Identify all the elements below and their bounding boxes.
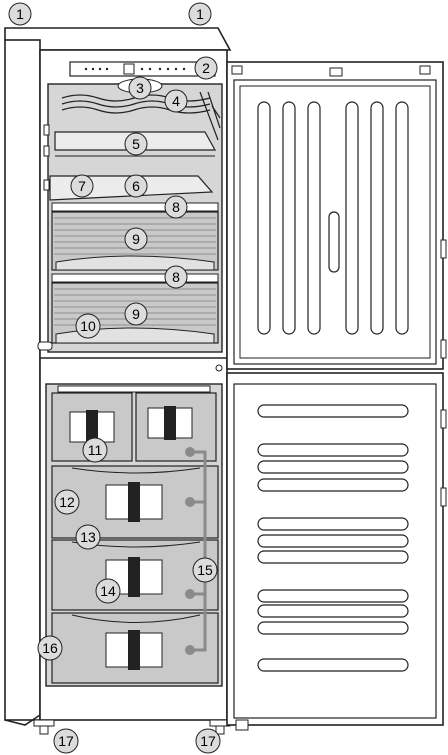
svg-text:9: 9 bbox=[132, 231, 140, 247]
callout-15: 15 bbox=[192, 557, 218, 583]
freezer-drawer-3 bbox=[51, 612, 219, 684]
svg-text:4: 4 bbox=[172, 93, 180, 109]
callout-1b: 1 bbox=[188, 2, 212, 26]
freezer-drawer-2 bbox=[51, 539, 219, 611]
callout-10: 10 bbox=[75, 313, 101, 339]
callout-1a: 1 bbox=[8, 2, 32, 26]
svg-text:13: 13 bbox=[80, 529, 96, 545]
svg-text:6: 6 bbox=[132, 178, 140, 194]
callout-15-bracket bbox=[190, 450, 207, 652]
svg-text:7: 7 bbox=[78, 178, 86, 194]
callout-9a: 9 bbox=[124, 227, 148, 251]
freezer-compartment bbox=[45, 383, 223, 687]
svg-text:1: 1 bbox=[196, 6, 204, 22]
svg-text:1: 1 bbox=[16, 6, 24, 22]
svg-text:17: 17 bbox=[200, 733, 216, 749]
biofresh-drawer-lower bbox=[51, 273, 219, 344]
callout-13: 13 bbox=[75, 524, 101, 550]
callout-4: 4 bbox=[164, 89, 188, 113]
svg-text:17: 17 bbox=[58, 733, 74, 749]
callout-11: 11 bbox=[82, 437, 108, 463]
svg-text:11: 11 bbox=[88, 442, 103, 458]
svg-text:9: 9 bbox=[132, 306, 140, 322]
svg-text:10: 10 bbox=[80, 318, 96, 334]
compartment-divider bbox=[37, 341, 227, 372]
svg-text:16: 16 bbox=[42, 640, 58, 656]
callout-17b: 17 bbox=[195, 728, 221, 754]
svg-text:14: 14 bbox=[100, 583, 116, 599]
callout-5: 5 bbox=[124, 132, 148, 156]
svg-text:8: 8 bbox=[172, 269, 180, 285]
callout-3: 3 bbox=[128, 76, 152, 100]
callout-12: 12 bbox=[54, 489, 80, 515]
callout-14: 14 bbox=[95, 578, 121, 604]
callout-16: 16 bbox=[37, 635, 63, 661]
svg-text:12: 12 bbox=[59, 494, 75, 510]
control-panel bbox=[69, 61, 216, 77]
adjustable-feet bbox=[33, 719, 231, 735]
callout-17a: 17 bbox=[53, 728, 79, 754]
svg-text:15: 15 bbox=[197, 562, 213, 578]
svg-text:3: 3 bbox=[136, 80, 144, 96]
callout-9b: 9 bbox=[124, 302, 148, 326]
callout-8a: 8 bbox=[164, 195, 188, 219]
svg-text:2: 2 bbox=[202, 60, 210, 76]
ice-cube-tray-right bbox=[135, 392, 217, 462]
freezer-door bbox=[226, 239, 447, 731]
fridge-door bbox=[226, 61, 444, 370]
svg-text:5: 5 bbox=[132, 136, 140, 152]
svg-text:8: 8 bbox=[172, 199, 180, 215]
callouts: 1 1 2 3 4 5 7 6 8 9 8 9 10 11 12 13 15 1… bbox=[8, 2, 221, 754]
callout-2: 2 bbox=[194, 56, 218, 80]
callout-8b: 8 bbox=[164, 265, 188, 289]
callout-7: 7 bbox=[70, 174, 94, 198]
callout-6: 6 bbox=[124, 174, 148, 198]
